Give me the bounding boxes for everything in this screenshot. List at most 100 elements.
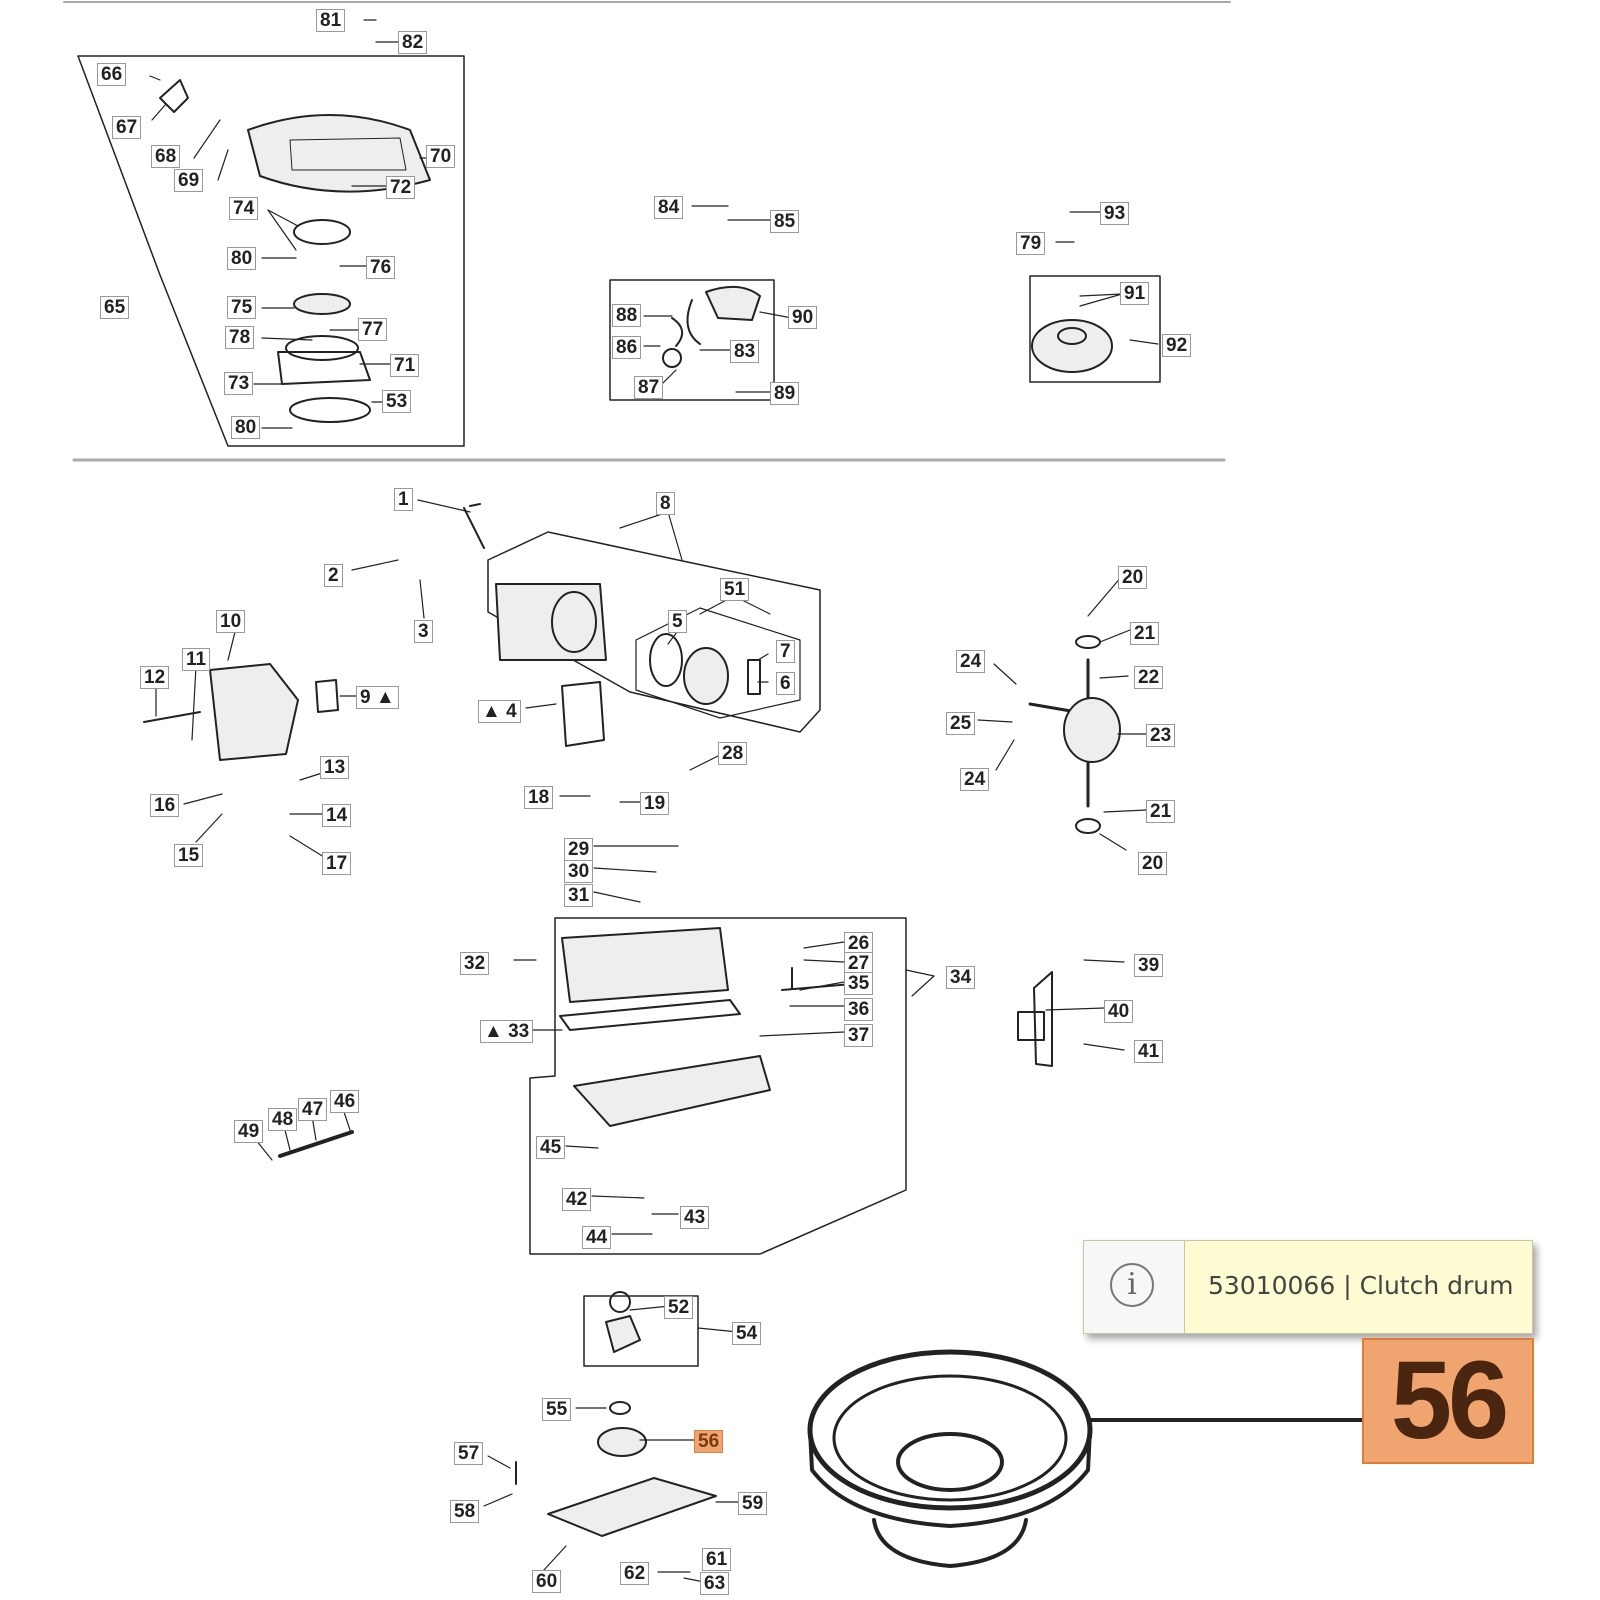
part-label-17[interactable]: 17 <box>322 852 352 875</box>
part-label-30[interactable]: 30 <box>564 860 594 883</box>
part-label-33[interactable]: ▲ 33 <box>480 1020 534 1043</box>
handle-part <box>159 79 189 113</box>
part-label-57[interactable]: 57 <box>454 1442 484 1465</box>
part-label-21-bottom[interactable]: 21 <box>1146 800 1176 823</box>
part-label-48[interactable]: 48 <box>268 1108 298 1131</box>
part-label-78[interactable]: 78 <box>225 326 255 349</box>
part-label-20-top[interactable]: 20 <box>1118 566 1148 589</box>
part-label-79[interactable]: 79 <box>1016 232 1046 255</box>
part-label-90[interactable]: 90 <box>788 306 818 329</box>
part-label-62[interactable]: 62 <box>620 1562 650 1585</box>
part-label-80-top[interactable]: 80 <box>227 247 257 270</box>
part-label-9[interactable]: 9 ▲ <box>356 686 399 709</box>
part-label-53[interactable]: 53 <box>382 390 412 413</box>
part-label-23[interactable]: 23 <box>1146 724 1176 747</box>
part-label-16[interactable]: 16 <box>150 794 180 817</box>
part-label-70[interactable]: 70 <box>426 145 456 168</box>
part-label-85[interactable]: 85 <box>770 210 800 233</box>
part-label-5[interactable]: 5 <box>668 610 687 633</box>
part-label-80-bottom[interactable]: 80 <box>231 416 261 439</box>
part-label-74[interactable]: 74 <box>229 197 259 220</box>
part-label-83[interactable]: 83 <box>730 340 760 363</box>
part-label-63[interactable]: 63 <box>700 1572 730 1595</box>
part-label-61[interactable]: 61 <box>702 1548 732 1571</box>
part-label-69[interactable]: 69 <box>174 169 204 192</box>
part-label-77[interactable]: 77 <box>358 318 388 341</box>
part-label-76[interactable]: 76 <box>366 256 396 279</box>
part-label-67[interactable]: 67 <box>112 116 142 139</box>
part-label-31[interactable]: 31 <box>564 884 594 907</box>
part-label-73[interactable]: 73 <box>224 372 254 395</box>
part-label-35[interactable]: 35 <box>844 972 874 995</box>
part-label-45[interactable]: 45 <box>536 1136 566 1159</box>
tooltip-icon-cell: i <box>1084 1241 1185 1333</box>
part-label-91[interactable]: 91 <box>1120 282 1150 305</box>
part-label-51[interactable]: 51 <box>720 578 750 601</box>
part-label-6[interactable]: 6 <box>776 672 795 695</box>
part-label-18[interactable]: 18 <box>524 786 554 809</box>
part-label-8[interactable]: 8 <box>656 492 675 515</box>
part-label-47[interactable]: 47 <box>298 1098 328 1121</box>
part-label-84[interactable]: 84 <box>654 196 684 219</box>
part-label-75[interactable]: 75 <box>227 296 257 319</box>
part-label-68[interactable]: 68 <box>151 145 181 168</box>
part-label-93[interactable]: 93 <box>1100 202 1130 225</box>
part-label-14[interactable]: 14 <box>322 804 352 827</box>
highlighted-part-callout[interactable]: 56 <box>1362 1338 1534 1464</box>
part-label-40[interactable]: 40 <box>1104 1000 1134 1023</box>
part-label-20-bottom[interactable]: 20 <box>1138 852 1168 875</box>
part-label-56[interactable]: 56 <box>694 1430 724 1453</box>
part-label-66[interactable]: 66 <box>97 63 127 86</box>
part-label-34[interactable]: 34 <box>946 966 976 989</box>
part-label-58[interactable]: 58 <box>450 1500 480 1523</box>
part-label-29[interactable]: 29 <box>564 838 594 861</box>
part-label-46[interactable]: 46 <box>330 1090 360 1113</box>
part-label-37[interactable]: 37 <box>844 1024 874 1047</box>
part-label-2[interactable]: 2 <box>324 564 343 587</box>
part-label-92[interactable]: 92 <box>1162 334 1192 357</box>
part-label-71[interactable]: 71 <box>390 354 420 377</box>
part-label-49[interactable]: 49 <box>234 1120 264 1143</box>
part-label-81[interactable]: 81 <box>316 9 346 32</box>
part-label-42[interactable]: 42 <box>562 1188 592 1211</box>
part-label-82[interactable]: 82 <box>398 31 428 54</box>
part-label-44[interactable]: 44 <box>582 1226 612 1249</box>
part-label-24-bottom[interactable]: 24 <box>960 768 990 791</box>
part-label-43[interactable]: 43 <box>680 1206 710 1229</box>
part-label-19[interactable]: 19 <box>640 792 670 815</box>
piston-ring-part <box>649 633 683 687</box>
part-label-65[interactable]: 65 <box>100 296 130 319</box>
clutch-drum-large-base <box>872 1518 1028 1568</box>
part-label-41[interactable]: 41 <box>1134 1040 1164 1063</box>
part-label-60[interactable]: 60 <box>532 1570 562 1593</box>
part-label-15[interactable]: 15 <box>174 844 204 867</box>
part-label-26[interactable]: 26 <box>844 932 874 955</box>
part-label-27[interactable]: 27 <box>844 952 874 975</box>
part-label-52[interactable]: 52 <box>664 1296 694 1319</box>
part-label-24-top[interactable]: 24 <box>956 650 986 673</box>
part-label-32[interactable]: 32 <box>460 952 490 975</box>
part-label-28[interactable]: 28 <box>718 742 748 765</box>
adjust-screw-part <box>278 1130 354 1158</box>
part-label-4[interactable]: ▲ 4 <box>478 700 521 723</box>
part-label-39[interactable]: 39 <box>1134 954 1164 977</box>
part-label-54[interactable]: 54 <box>732 1322 762 1345</box>
part-label-87[interactable]: 87 <box>634 376 664 399</box>
part-label-7[interactable]: 7 <box>776 640 795 663</box>
part-label-25[interactable]: 25 <box>946 712 976 735</box>
part-label-36[interactable]: 36 <box>844 998 874 1021</box>
part-label-88[interactable]: 88 <box>612 304 642 327</box>
part-label-11[interactable]: 11 <box>182 648 211 671</box>
part-label-59[interactable]: 59 <box>738 1492 768 1515</box>
part-label-12[interactable]: 12 <box>140 666 170 689</box>
part-label-1[interactable]: 1 <box>394 488 413 511</box>
part-label-72[interactable]: 72 <box>386 176 416 199</box>
part-label-86[interactable]: 86 <box>612 336 642 359</box>
part-label-89[interactable]: 89 <box>770 382 800 405</box>
part-label-3[interactable]: 3 <box>414 620 433 643</box>
part-label-13[interactable]: 13 <box>320 756 350 779</box>
part-label-22[interactable]: 22 <box>1134 666 1164 689</box>
part-label-55[interactable]: 55 <box>542 1398 572 1421</box>
part-label-21-top[interactable]: 21 <box>1130 622 1160 645</box>
part-label-10[interactable]: 10 <box>216 610 246 633</box>
